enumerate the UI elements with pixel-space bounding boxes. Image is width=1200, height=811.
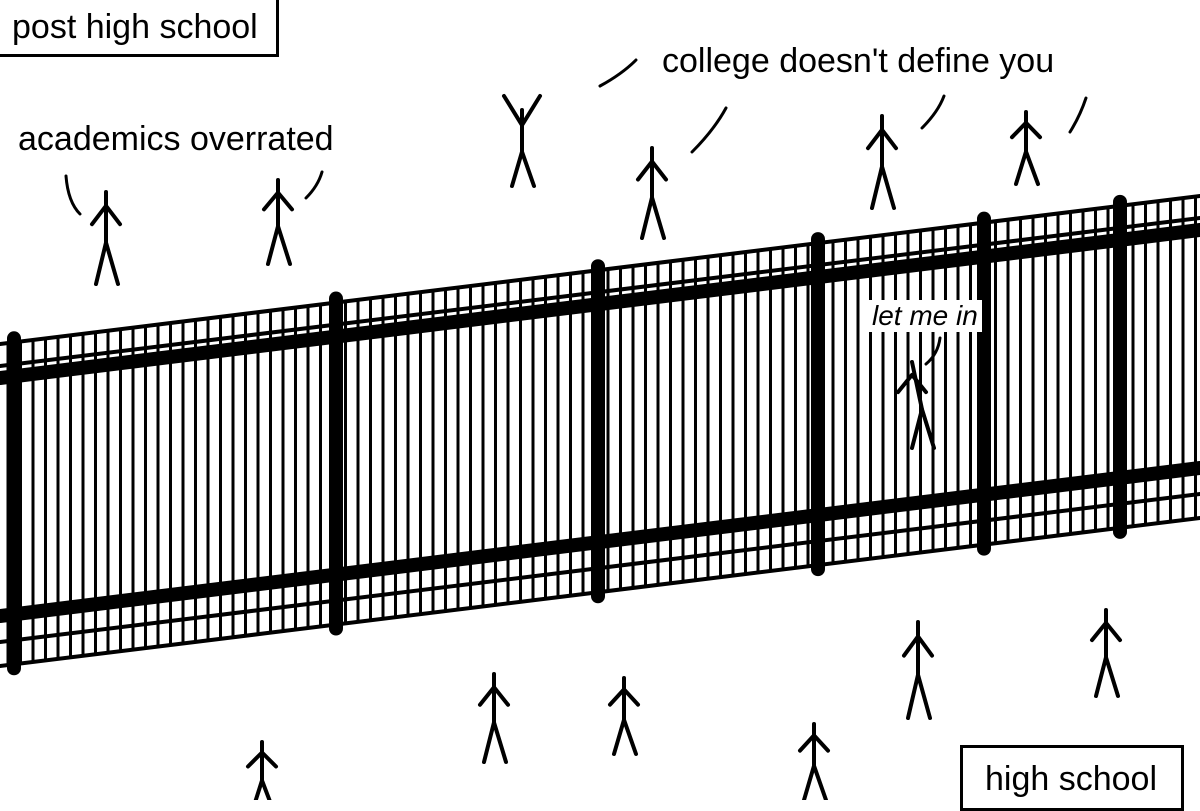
stick-figure-college-1 bbox=[636, 146, 668, 240]
speech-tick-academics-left bbox=[64, 174, 82, 216]
stick-figure-college-3 bbox=[1010, 110, 1042, 186]
stick-figure-hs-4 bbox=[1090, 608, 1122, 698]
post-high-school-label: post high school bbox=[0, 0, 279, 57]
stick-figure-hs-6 bbox=[798, 722, 830, 800]
stick-figure-hs-3 bbox=[902, 620, 934, 720]
stick-figures bbox=[90, 94, 1122, 800]
stick-figure-cheering bbox=[502, 94, 542, 188]
speech-tick-cheering bbox=[598, 58, 638, 88]
college-doesnt-define-you-caption: college doesn't define you bbox=[662, 42, 1055, 80]
stick-figure-hs-5 bbox=[246, 740, 278, 800]
let-me-in-caption: let me in bbox=[868, 300, 982, 332]
academics-overrated-caption: academics overrated bbox=[18, 120, 334, 158]
high-school-label: high school bbox=[960, 745, 1185, 811]
speech-tick-college-1 bbox=[690, 106, 728, 154]
stick-figure-hs-1 bbox=[478, 672, 510, 764]
speech-tick-college-3 bbox=[1068, 96, 1088, 134]
stick-figure-gate-climber bbox=[896, 360, 936, 450]
stick-figure-near-academics bbox=[262, 178, 294, 266]
stick-figure-academics bbox=[90, 190, 122, 286]
speech-tick-college-2 bbox=[920, 94, 946, 130]
iron-fence bbox=[0, 194, 1200, 676]
speech-tick-academics-right bbox=[304, 170, 324, 200]
stick-figure-college-2 bbox=[866, 114, 898, 210]
stick-figure-hs-2 bbox=[608, 676, 640, 756]
speech-tick-let-me-in bbox=[924, 336, 942, 366]
speech-ticks bbox=[64, 58, 1088, 366]
